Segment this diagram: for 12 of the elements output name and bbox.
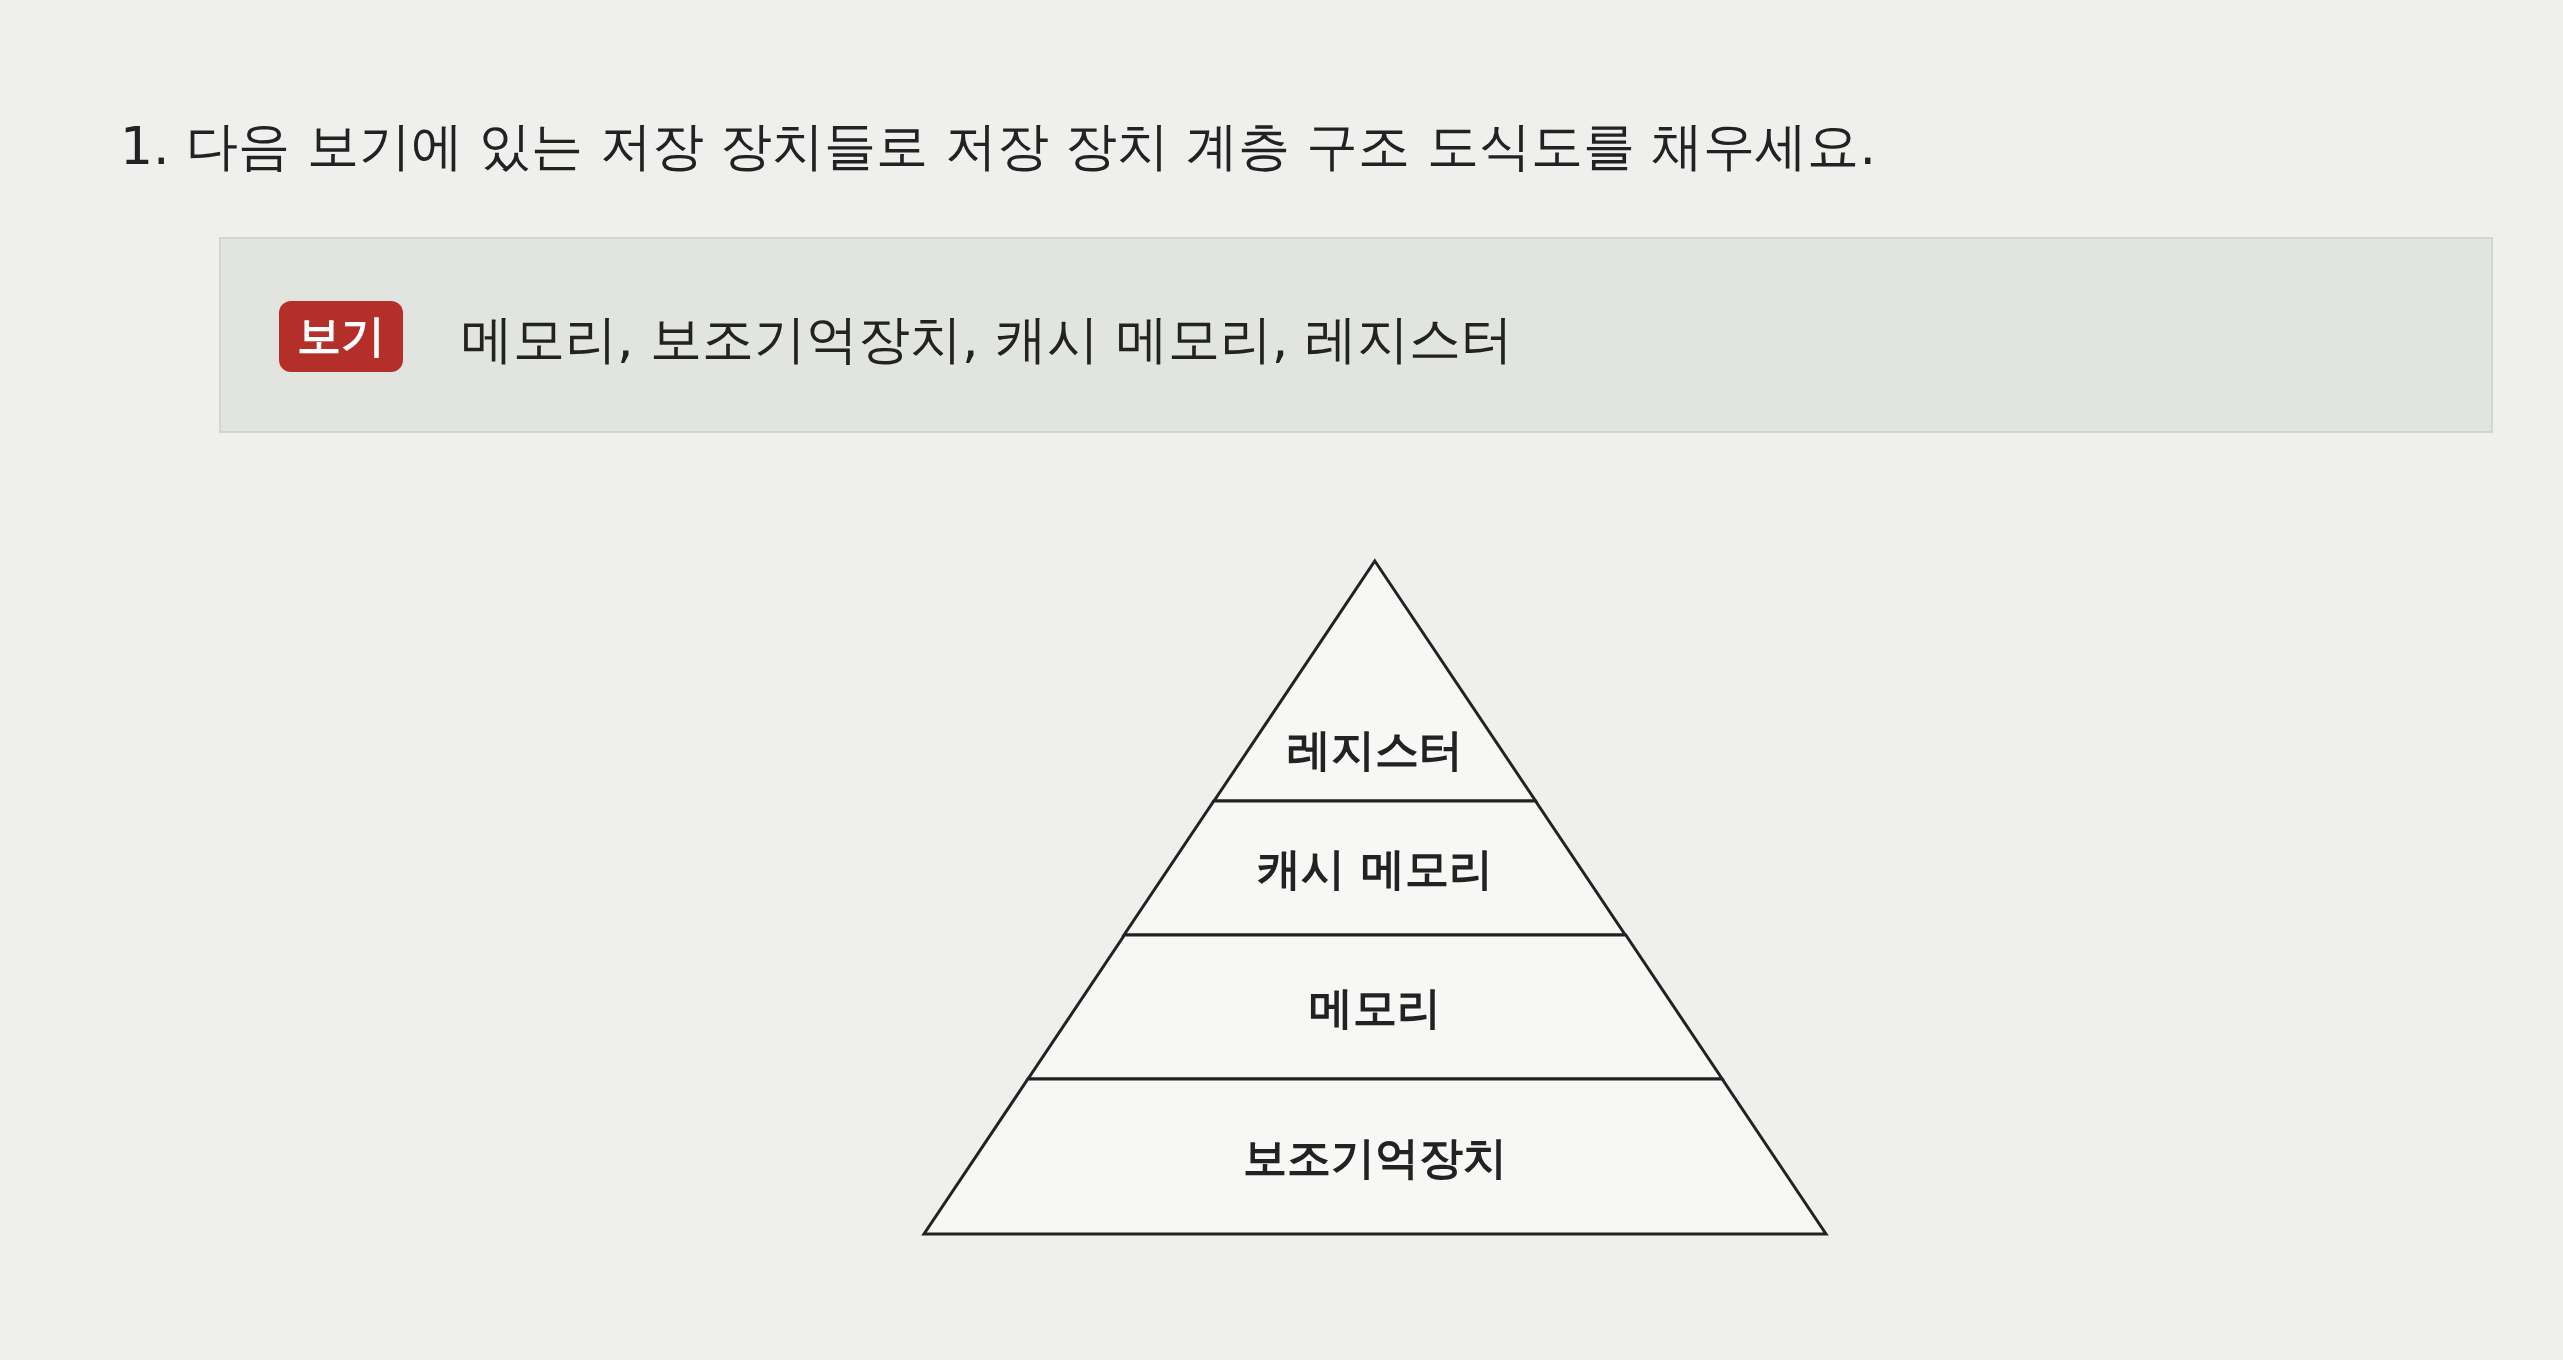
level-label: 메모리 — [1308, 981, 1442, 1035]
level-label: 레지스터 — [1286, 723, 1464, 777]
hint-panel — [219, 237, 2493, 433]
hint-text: 메모리, 보조기억장치, 캐시 메모리, 레지스터 — [461, 308, 1513, 371]
hint-badge: 보기 — [279, 301, 403, 372]
level-label: 보조기억장치 — [1242, 1130, 1508, 1185]
pyramid-level — [1027, 935, 1723, 1079]
question-text: 1. 다음 보기에 있는 저장 장치들로 저장 장치 계층 구조 도식도를 채우세요. — [120, 115, 1876, 178]
pyramid-level — [1214, 561, 1536, 801]
pyramid-level — [924, 1079, 1826, 1234]
level-label: 캐시 메모리 — [1256, 842, 1494, 896]
pyramid-level — [1124, 801, 1626, 935]
